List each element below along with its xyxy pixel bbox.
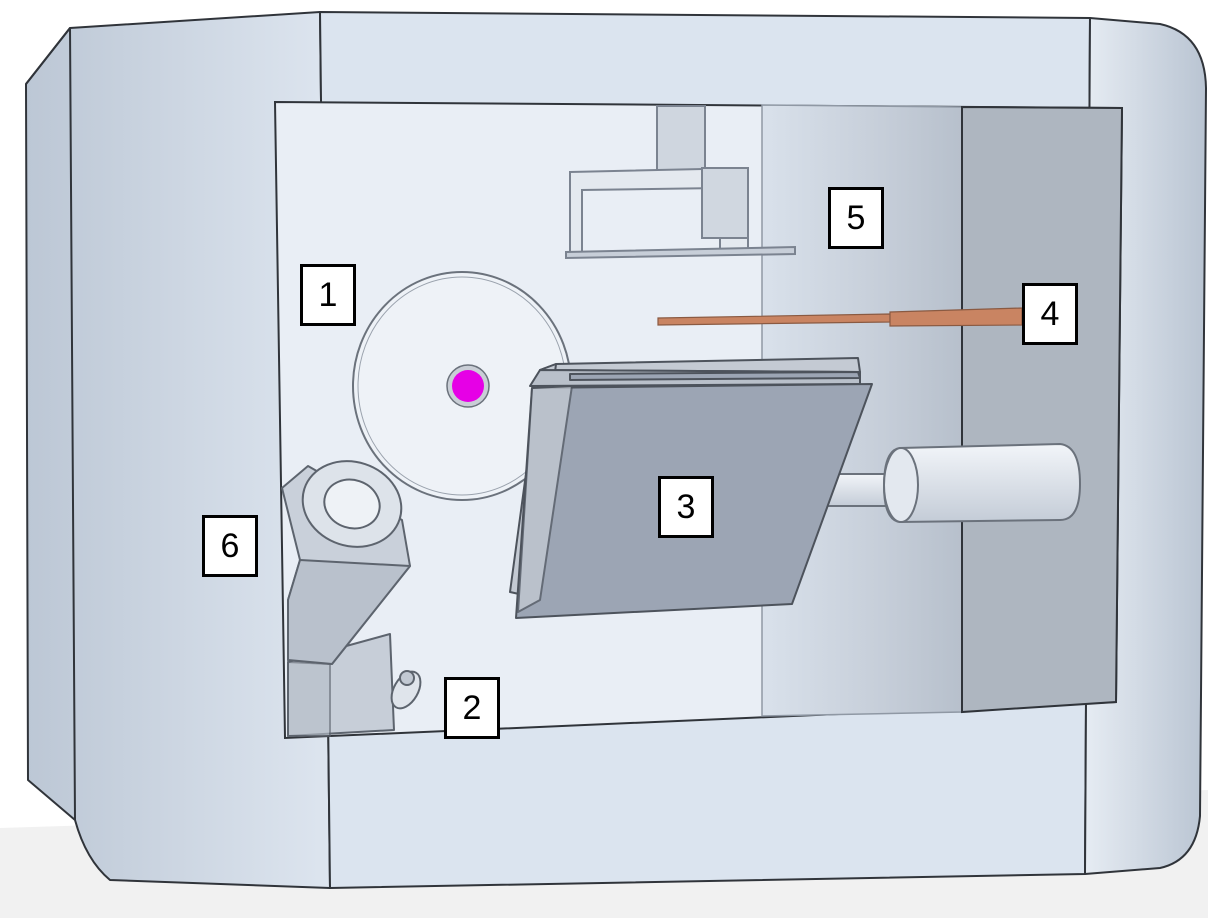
label-4: 4 [1022, 283, 1078, 345]
label-6: 6 [202, 515, 258, 577]
label-5: 5 [828, 187, 884, 249]
label-2: 2 [444, 677, 500, 739]
label-3: 3 [658, 476, 714, 538]
label-1: 1 [300, 264, 356, 326]
